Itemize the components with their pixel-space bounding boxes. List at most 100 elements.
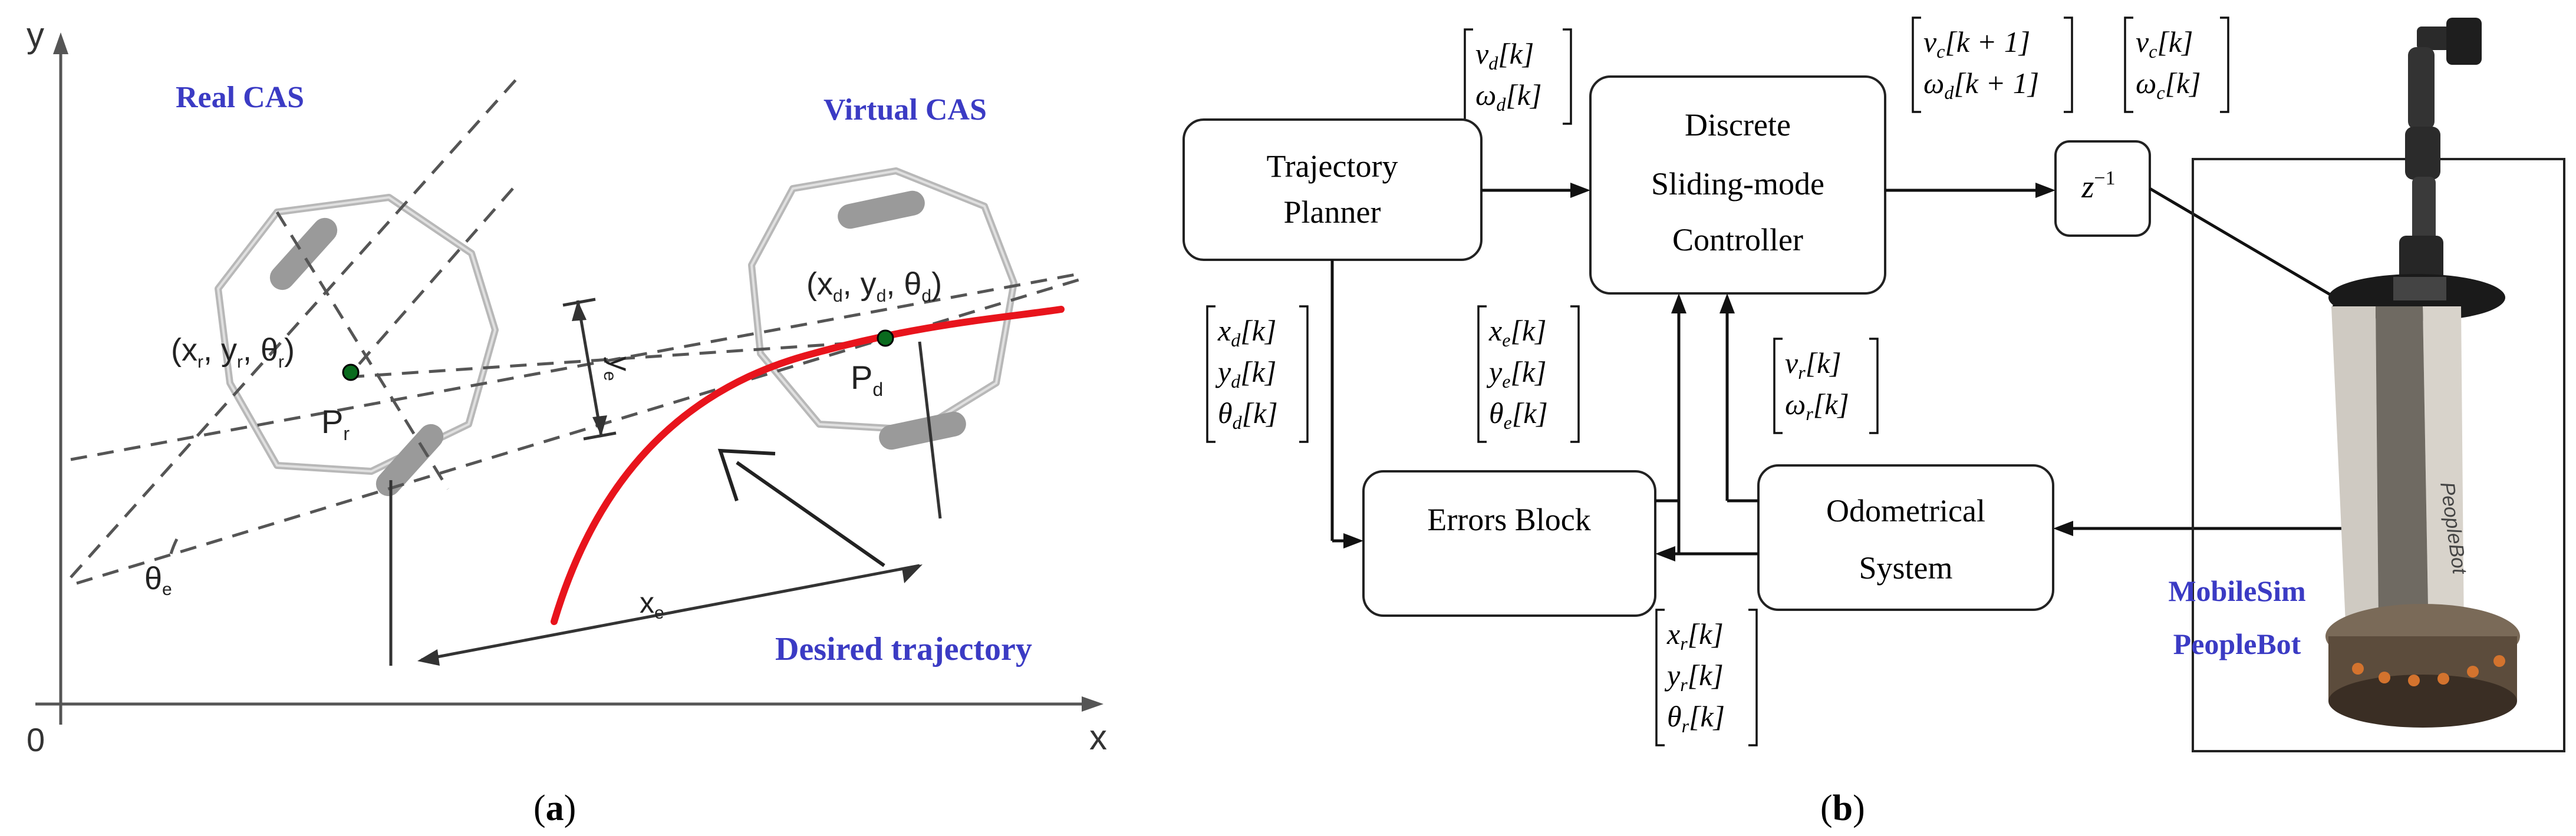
ye-label: ye bbox=[600, 356, 637, 381]
peoplebot-robot-image: PeopleBot bbox=[2325, 18, 2520, 728]
delay-label: z−1 bbox=[2081, 167, 2115, 204]
controller-line2: Sliding-mode bbox=[1651, 166, 1824, 201]
virtual-robot bbox=[748, 167, 1017, 450]
virtual-pose-label: (xd, yd, θd) bbox=[806, 266, 942, 306]
real-robot-wheel-bottom bbox=[375, 424, 444, 497]
vector-xe: xe[k] ye[k] θe[k] bbox=[1477, 305, 1580, 443]
vector-vd: vd[k] ωd[k] bbox=[1464, 28, 1572, 125]
panel-a: y x 0 Real CAS Virtual CAS bbox=[27, 15, 1107, 828]
arrowhead-odometry-to-controller bbox=[1719, 293, 1735, 313]
theta-e-label: θe bbox=[144, 561, 172, 599]
arrowhead-robot-to-odometry bbox=[2053, 521, 2073, 536]
xe-arrow-right bbox=[902, 564, 923, 583]
vector-vc-next-entry: vc[k + 1] bbox=[1923, 25, 2030, 62]
ye-arrow-top bbox=[572, 300, 587, 321]
vector-xr-entry: xr[k] bbox=[1666, 617, 1724, 654]
xe-label: xe bbox=[640, 586, 664, 623]
vector-vc-entry: ωc[k] bbox=[2136, 67, 2201, 103]
real-pose-label: (xr, yr, θr) bbox=[171, 332, 295, 372]
vector-xe-entry: θe[k] bbox=[1489, 396, 1548, 433]
vector-xr-bracket-right bbox=[1748, 609, 1758, 746]
vector-vd-entry: vd[k] bbox=[1475, 37, 1534, 74]
trajectory-planner-block bbox=[1182, 118, 1483, 261]
vector-xe-entry: ye[k] bbox=[1486, 355, 1547, 392]
simulator-label-line1: MobileSim bbox=[2168, 574, 2305, 607]
arrowhead-errors-to-controller bbox=[1671, 293, 1686, 313]
vector-xr-entry: θr[k] bbox=[1667, 700, 1725, 736]
vector-vd-entry: ωd[k] bbox=[1475, 78, 1541, 115]
trajectory-pointer-arrowhead bbox=[717, 448, 776, 501]
virtual-cas-label: Virtual CAS bbox=[823, 93, 987, 127]
x-axis-label: x bbox=[1089, 718, 1107, 757]
origin-label: 0 bbox=[27, 721, 45, 758]
arrowhead-to-controller bbox=[1570, 183, 1590, 198]
vector-xr-entry: yr[k] bbox=[1664, 659, 1724, 695]
vector-vc-next-bracket-left bbox=[1912, 16, 1921, 113]
arrowhead-odometry-to-errors bbox=[1655, 546, 1675, 561]
point-pd-dot bbox=[877, 329, 894, 347]
panel-b: vd[k] ωd[k] vc[k + 1] ωd[k + 1] vc[k] ωc[k] xd… bbox=[1182, 16, 2565, 828]
point-pr-label: Pr bbox=[321, 403, 350, 444]
point-pd-label: Pd bbox=[851, 359, 883, 400]
vector-xe-bracket-left bbox=[1477, 305, 1487, 443]
xe-arrow-left bbox=[417, 649, 440, 666]
vector-xr-bracket-left bbox=[1655, 609, 1665, 746]
errors-block bbox=[1362, 470, 1656, 617]
vector-xd: xd[k] yd[k] θd[k] bbox=[1206, 305, 1309, 443]
controller-line1: Discrete bbox=[1685, 107, 1791, 143]
vector-xe-bracket-right bbox=[1570, 305, 1580, 443]
vector-vc-entry: vc[k] bbox=[2136, 25, 2193, 62]
vector-xd-entry: θd[k] bbox=[1218, 396, 1278, 433]
desired-trajectory-label: Desired trajectory bbox=[775, 631, 1032, 668]
vector-vc-next-entry: ωd[k + 1] bbox=[1923, 67, 2039, 103]
vector-vd-bracket-right bbox=[1563, 28, 1572, 125]
real-cas-label: Real CAS bbox=[176, 81, 304, 114]
controller-block bbox=[1589, 75, 1886, 295]
ye-arrow-bottom bbox=[592, 415, 607, 436]
desired-trajectory-curve bbox=[551, 306, 1065, 625]
vector-xd-entry: xd[k] bbox=[1217, 314, 1276, 351]
vector-xd-bracket-left bbox=[1206, 305, 1215, 443]
simulator-label-line2: PeopleBot bbox=[2173, 627, 2301, 660]
vector-vc-next-bracket-right bbox=[2064, 16, 2073, 113]
vector-vr-entry: ωr[k] bbox=[1785, 388, 1849, 424]
simulator-frame bbox=[2192, 158, 2565, 752]
vector-vc-bracket-right bbox=[2220, 16, 2229, 113]
trajectory-planner-line1: Trajectory bbox=[1267, 148, 1398, 184]
y-axis-label: y bbox=[27, 15, 44, 55]
vector-vd-bracket-left bbox=[1464, 28, 1473, 125]
vector-vc: vc[k] ωc[k] bbox=[2124, 16, 2229, 113]
vector-vr: vr[k] ωr[k] bbox=[1773, 338, 1879, 434]
vector-xd-bracket-right bbox=[1299, 305, 1309, 443]
odometry-line2: System bbox=[1859, 550, 1952, 586]
arrowhead-to-delay bbox=[2035, 183, 2055, 198]
vector-xe-entry: xe[k] bbox=[1488, 314, 1547, 351]
vector-xd-entry: yd[k] bbox=[1215, 355, 1276, 392]
arrowhead-to-errors bbox=[1343, 533, 1363, 548]
real-robot bbox=[215, 194, 499, 497]
odometry-line1: Odometrical bbox=[1826, 493, 1985, 528]
trajectory-pointer-arrow bbox=[736, 461, 885, 567]
theta-angle-arc bbox=[169, 538, 179, 554]
caption-a: (a) bbox=[533, 788, 576, 828]
errors-block-label: Errors Block bbox=[1427, 502, 1590, 537]
virtual-robot-wheel-top bbox=[838, 190, 925, 229]
vector-vr-bracket-right bbox=[1869, 338, 1879, 434]
vector-vr-bracket-left bbox=[1773, 338, 1783, 434]
dimension-lines bbox=[389, 298, 942, 666]
caption-b: (b) bbox=[1820, 788, 1865, 828]
vector-labels: vd[k] ωd[k] vc[k + 1] ωd[k + 1] vc[k] ωc[k] xd… bbox=[1206, 16, 2229, 746]
virtual-robot-wheel-bottom bbox=[879, 411, 966, 450]
vector-xr: xr[k] yr[k] θr[k] bbox=[1655, 609, 1758, 746]
vector-vr-entry: vr[k] bbox=[1785, 346, 1842, 383]
trajectory-planner-line2: Planner bbox=[1284, 194, 1381, 230]
point-pr-dot bbox=[342, 364, 360, 381]
controller-line3: Controller bbox=[1672, 222, 1803, 257]
real-robot-wheel-top bbox=[269, 217, 338, 290]
dashed-lines bbox=[70, 75, 1079, 585]
y-axis-arrowhead bbox=[53, 32, 68, 54]
vector-vc-next: vc[k + 1] ωd[k + 1] bbox=[1912, 16, 2073, 113]
x-axis-arrowhead bbox=[1082, 696, 1103, 712]
vector-vc-bracket-left bbox=[2124, 16, 2133, 113]
